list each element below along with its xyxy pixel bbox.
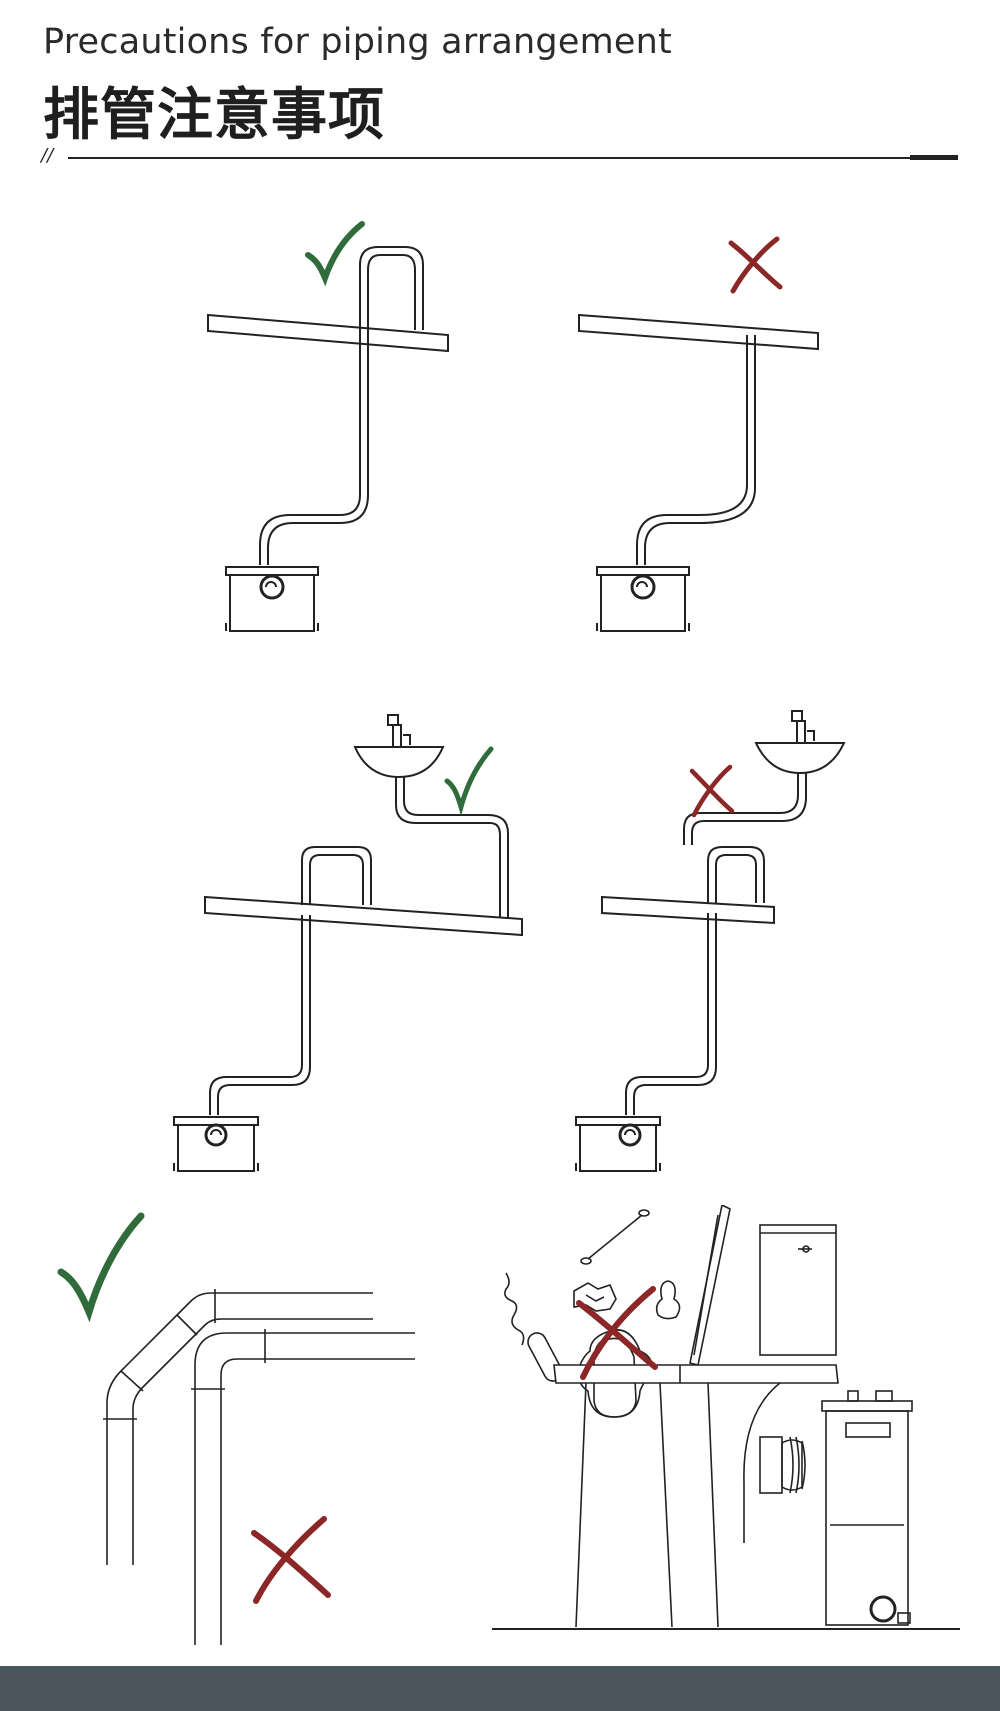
diagram-wrong-basin-above-loop	[570, 705, 870, 1175]
check-mark-icon	[57, 1212, 145, 1322]
page-title-cn: 排管注意事项	[43, 83, 385, 148]
diagram-correct-basin-loop	[170, 705, 530, 1175]
page-title-en: Precautions for piping arrangement	[43, 22, 672, 62]
footer-band	[0, 1666, 1000, 1711]
check-mark-icon	[305, 221, 365, 287]
cross-mark-icon	[251, 1516, 331, 1604]
check-mark-icon	[444, 746, 494, 815]
header-divider-accent	[910, 155, 958, 160]
divider-mark: //	[41, 145, 54, 166]
cross-mark-icon	[728, 236, 783, 294]
diagram-wrong-no-loop	[540, 215, 840, 635]
cross-mark-icon	[689, 764, 735, 818]
cross-mark-icon	[576, 1286, 658, 1380]
header-divider	[68, 157, 958, 159]
diagram-correct-loop-above-floor	[190, 215, 460, 635]
diagram-pipe-elbows	[95, 1285, 425, 1645]
diagram-toilet-pump-forbidden-items	[490, 1205, 970, 1635]
